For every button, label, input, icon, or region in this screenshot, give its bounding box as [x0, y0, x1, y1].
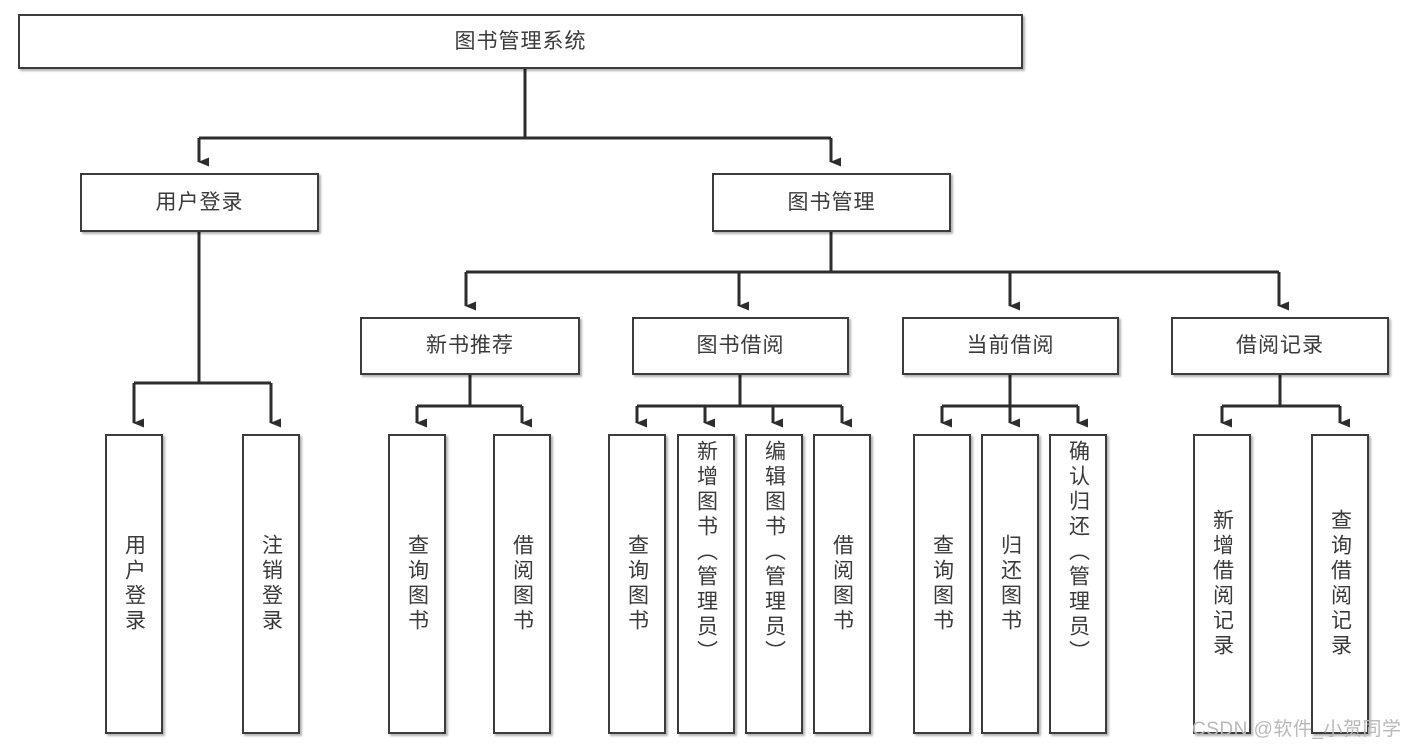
node-book-management[interactable]: 图书管理	[712, 173, 951, 232]
node-leaf-return-book-label: 归还图书	[998, 534, 1022, 634]
node-leaf-confirm-return[interactable]: 确认归还（管理员）	[1049, 434, 1107, 734]
node-leaf-borrow-book-1[interactable]: 借阅图书	[493, 434, 551, 734]
node-leaf-query-record[interactable]: 查询借阅记录	[1311, 434, 1369, 734]
node-leaf-query-book-2-label: 查询图书	[625, 534, 649, 634]
node-leaf-user-login-label: 用户登录	[122, 534, 146, 634]
node-leaf-borrow-book-2[interactable]: 借阅图书	[813, 434, 871, 734]
node-leaf-return-book[interactable]: 归还图书	[981, 434, 1039, 734]
node-leaf-query-record-label: 查询借阅记录	[1328, 509, 1352, 659]
node-borrow-record-label: 借阅记录	[1236, 334, 1324, 358]
node-leaf-add-book-label: 新增图书（管理员）	[694, 440, 718, 665]
node-new-book-recommend[interactable]: 新书推荐	[360, 317, 580, 375]
node-leaf-edit-book-label: 编辑图书（管理员）	[762, 440, 786, 665]
node-book-management-label: 图书管理	[787, 190, 876, 214]
node-book-borrow-label: 图书借阅	[696, 334, 785, 358]
node-leaf-query-book-1-label: 查询图书	[405, 534, 429, 634]
node-leaf-user-login[interactable]: 用户登录	[105, 434, 163, 734]
node-leaf-borrow-book-2-label: 借阅图书	[830, 534, 854, 634]
csdn-watermark: CSDN @软件_小贺同学	[1192, 719, 1402, 740]
node-leaf-add-record[interactable]: 新增借阅记录	[1193, 434, 1251, 734]
node-leaf-logout[interactable]: 注销登录	[242, 434, 300, 734]
node-leaf-query-book-1[interactable]: 查询图书	[388, 434, 446, 734]
node-leaf-query-book-2[interactable]: 查询图书	[608, 434, 666, 734]
node-root[interactable]: 图书管理系统	[18, 14, 1023, 69]
node-root-label: 图书管理系统	[454, 29, 587, 53]
node-leaf-borrow-book-1-label: 借阅图书	[510, 534, 534, 634]
node-leaf-logout-label: 注销登录	[259, 534, 283, 634]
node-leaf-edit-book[interactable]: 编辑图书（管理员）	[745, 434, 803, 734]
node-leaf-confirm-return-label: 确认归还（管理员）	[1066, 440, 1090, 665]
node-leaf-add-record-label: 新增借阅记录	[1210, 509, 1234, 659]
node-leaf-query-book-3-label: 查询图书	[930, 534, 954, 634]
node-current-borrow[interactable]: 当前借阅	[902, 317, 1119, 375]
node-new-book-recommend-label: 新书推荐	[426, 334, 514, 358]
node-leaf-add-book[interactable]: 新增图书（管理员）	[677, 434, 735, 734]
node-user-login-label: 用户登录	[155, 190, 244, 214]
node-user-login[interactable]: 用户登录	[80, 173, 319, 232]
node-current-borrow-label: 当前借阅	[966, 334, 1055, 358]
node-leaf-query-book-3[interactable]: 查询图书	[913, 434, 971, 734]
node-borrow-record[interactable]: 借阅记录	[1171, 317, 1389, 375]
node-book-borrow[interactable]: 图书借阅	[632, 317, 849, 375]
